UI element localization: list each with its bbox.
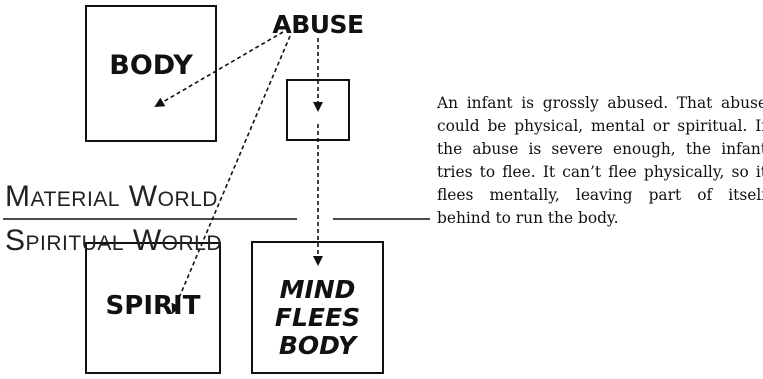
body-label: BODY (109, 50, 193, 81)
flees-line: FLEES (274, 303, 361, 332)
description-paragraph: An infant is grossly abused. That abuse … (437, 94, 763, 227)
body-line: BODY (278, 331, 357, 360)
abuse-label: ABUSE (272, 10, 364, 39)
mind-box (251, 241, 384, 374)
material-world-label: Material World (5, 180, 218, 213)
arrow-abuse-to-spirit (171, 35, 291, 314)
body-box (85, 5, 217, 142)
spirit-label: SPIRIT (105, 291, 201, 321)
arrow-abuse-to-body (154, 31, 284, 108)
spiritual-world-label: Spiritual World (5, 224, 223, 257)
spirit-box (85, 242, 221, 374)
mind-flees-body-label: MIND FLEES BODY (252, 276, 383, 360)
mind-line: MIND (279, 275, 356, 304)
